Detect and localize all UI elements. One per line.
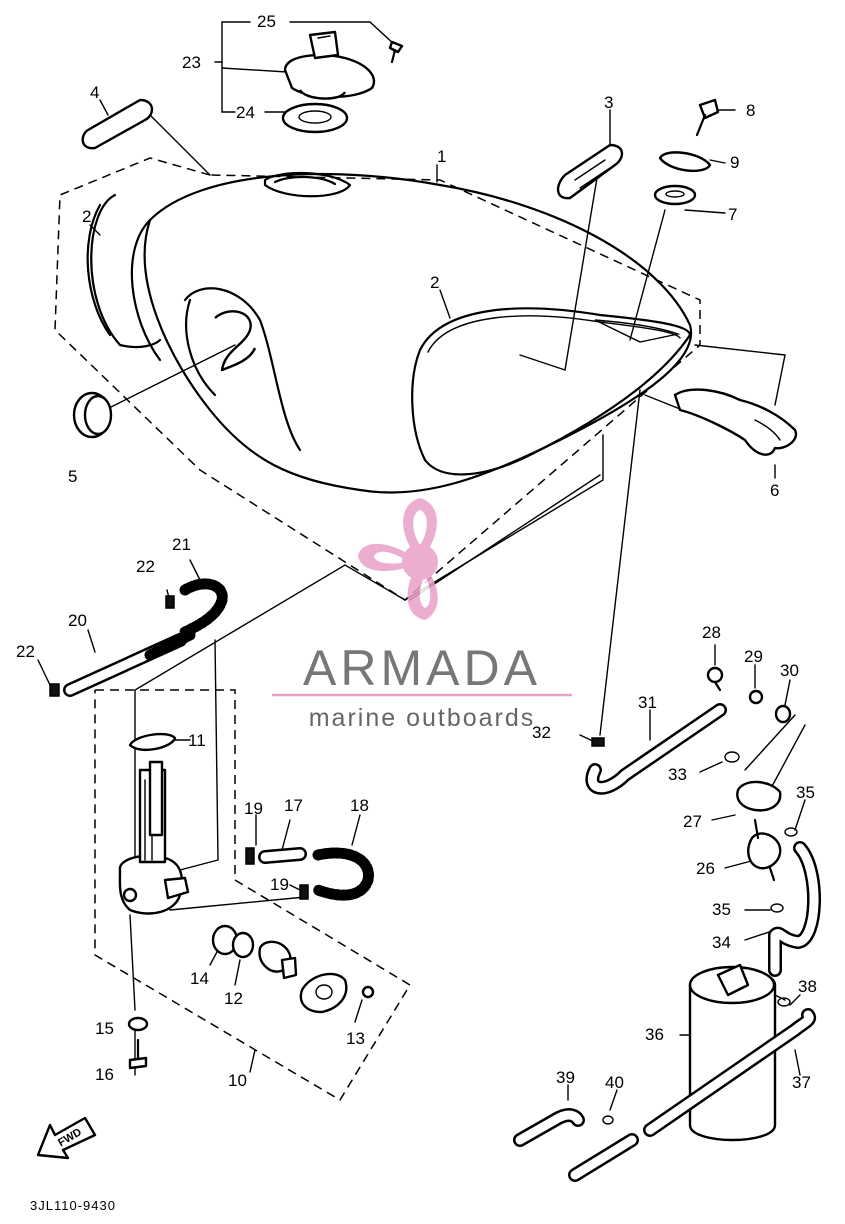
callout-31: 31 xyxy=(638,693,657,712)
callout-40: 40 xyxy=(605,1073,624,1092)
fwd-arrow-icon: FWD xyxy=(36,1116,97,1160)
callout-11: 11 xyxy=(188,731,206,750)
diagram-code: 3JL110-9430 xyxy=(30,1198,116,1213)
hose-31 xyxy=(585,703,727,795)
callout-19a: 19 xyxy=(244,799,263,818)
callout-1: 1 xyxy=(437,147,446,166)
callout-8: 8 xyxy=(746,101,755,120)
clip-22b xyxy=(49,683,60,697)
callout-2b: 2 xyxy=(430,273,439,292)
clip-22a xyxy=(165,595,175,609)
callout-9: 9 xyxy=(730,153,739,172)
emblem-badge xyxy=(81,98,154,150)
callout-21: 21 xyxy=(172,535,191,554)
callout-33: 33 xyxy=(668,765,687,784)
tank-emblem-plate xyxy=(556,143,624,200)
callout-numbers: 1 2 2 3 4 5 6 7 8 9 10 11 12 13 14 15 16… xyxy=(16,12,817,1092)
washer-30 xyxy=(774,704,792,724)
callout-36: 36 xyxy=(645,1025,664,1044)
callout-25: 25 xyxy=(257,12,276,31)
nut-29 xyxy=(748,689,764,705)
callout-22b: 22 xyxy=(16,642,35,661)
callout-12: 12 xyxy=(224,989,243,1008)
damper-9 xyxy=(658,151,712,173)
callout-7: 7 xyxy=(728,205,737,224)
callout-2a: 2 xyxy=(82,207,91,226)
watermark-subtitle: marine outboards xyxy=(309,704,536,732)
canister-36 xyxy=(688,963,777,1142)
clip-19b xyxy=(299,884,309,900)
screw-13 xyxy=(361,985,375,999)
hose-37 xyxy=(643,1008,817,1137)
callout-23: 23 xyxy=(182,53,201,72)
callout-39: 39 xyxy=(556,1068,575,1087)
damper-7 xyxy=(653,184,697,206)
tank-assembly-boundary xyxy=(54,157,701,601)
callout-28: 28 xyxy=(702,623,721,642)
leader-lines xyxy=(37,21,806,1111)
callout-22a: 22 xyxy=(136,557,155,576)
hose-17 xyxy=(258,847,307,864)
callout-26: 26 xyxy=(696,859,715,878)
callout-4: 4 xyxy=(90,83,99,102)
clip-35b xyxy=(770,903,784,913)
hose-20 xyxy=(63,629,196,697)
callout-6: 6 xyxy=(770,481,779,500)
callout-35b: 35 xyxy=(712,900,731,919)
callout-38: 38 xyxy=(798,977,817,996)
fuel-tank xyxy=(90,172,693,494)
tank-cap-knob-5 xyxy=(72,391,113,439)
callout-10: 10 xyxy=(228,1071,247,1090)
callout-18: 18 xyxy=(350,796,369,815)
tank-side-emblem xyxy=(86,203,112,337)
clip-38 xyxy=(777,997,791,1007)
hose-drain xyxy=(568,1133,639,1182)
o-ring-12 xyxy=(231,931,255,959)
clip-35a xyxy=(784,827,798,837)
fuel-cock-assembly-boundary xyxy=(94,689,412,1102)
callout-32: 32 xyxy=(532,723,551,742)
callout-24: 24 xyxy=(236,103,255,122)
callout-14: 14 xyxy=(190,969,209,988)
armada-logo-icon xyxy=(358,498,438,620)
filter-screen-11 xyxy=(128,732,177,752)
fuel-cock-body xyxy=(118,760,190,915)
callout-5: 5 xyxy=(68,467,77,486)
washer-15 xyxy=(127,1016,149,1032)
cap-gasket xyxy=(281,102,349,134)
watermark-title: ARMADA xyxy=(303,640,541,696)
callout-34: 34 xyxy=(712,933,731,952)
cap-screw xyxy=(388,40,404,64)
clip-19a xyxy=(245,847,255,865)
hose-34 xyxy=(768,841,822,977)
screw-16 xyxy=(128,1038,148,1070)
clip-32 xyxy=(591,737,605,747)
callout-15: 15 xyxy=(95,1019,114,1038)
bolt-28 xyxy=(706,666,724,692)
valve-27 xyxy=(736,780,782,812)
clip-40 xyxy=(602,1115,614,1125)
lever-housing xyxy=(258,940,298,980)
callout-16: 16 xyxy=(95,1065,114,1084)
valve-26 xyxy=(747,818,782,882)
callout-29: 29 xyxy=(744,647,763,666)
callout-19b: 19 xyxy=(270,875,289,894)
clamp-33 xyxy=(724,751,740,763)
callout-3: 3 xyxy=(604,93,613,112)
callout-20: 20 xyxy=(68,611,87,630)
callout-37: 37 xyxy=(792,1073,811,1092)
hose-39 xyxy=(513,1108,585,1147)
callout-35a: 35 xyxy=(796,783,815,802)
callout-17: 17 xyxy=(284,796,303,815)
callout-30: 30 xyxy=(780,661,799,680)
fuel-cap xyxy=(283,30,376,100)
callout-27: 27 xyxy=(683,812,702,831)
hose-18 xyxy=(312,847,374,901)
tank-bracket-6 xyxy=(673,388,798,456)
tank-bolt xyxy=(695,98,720,137)
cover-plate xyxy=(299,972,348,1014)
callout-13: 13 xyxy=(346,1029,365,1048)
hose-21 xyxy=(179,578,228,638)
